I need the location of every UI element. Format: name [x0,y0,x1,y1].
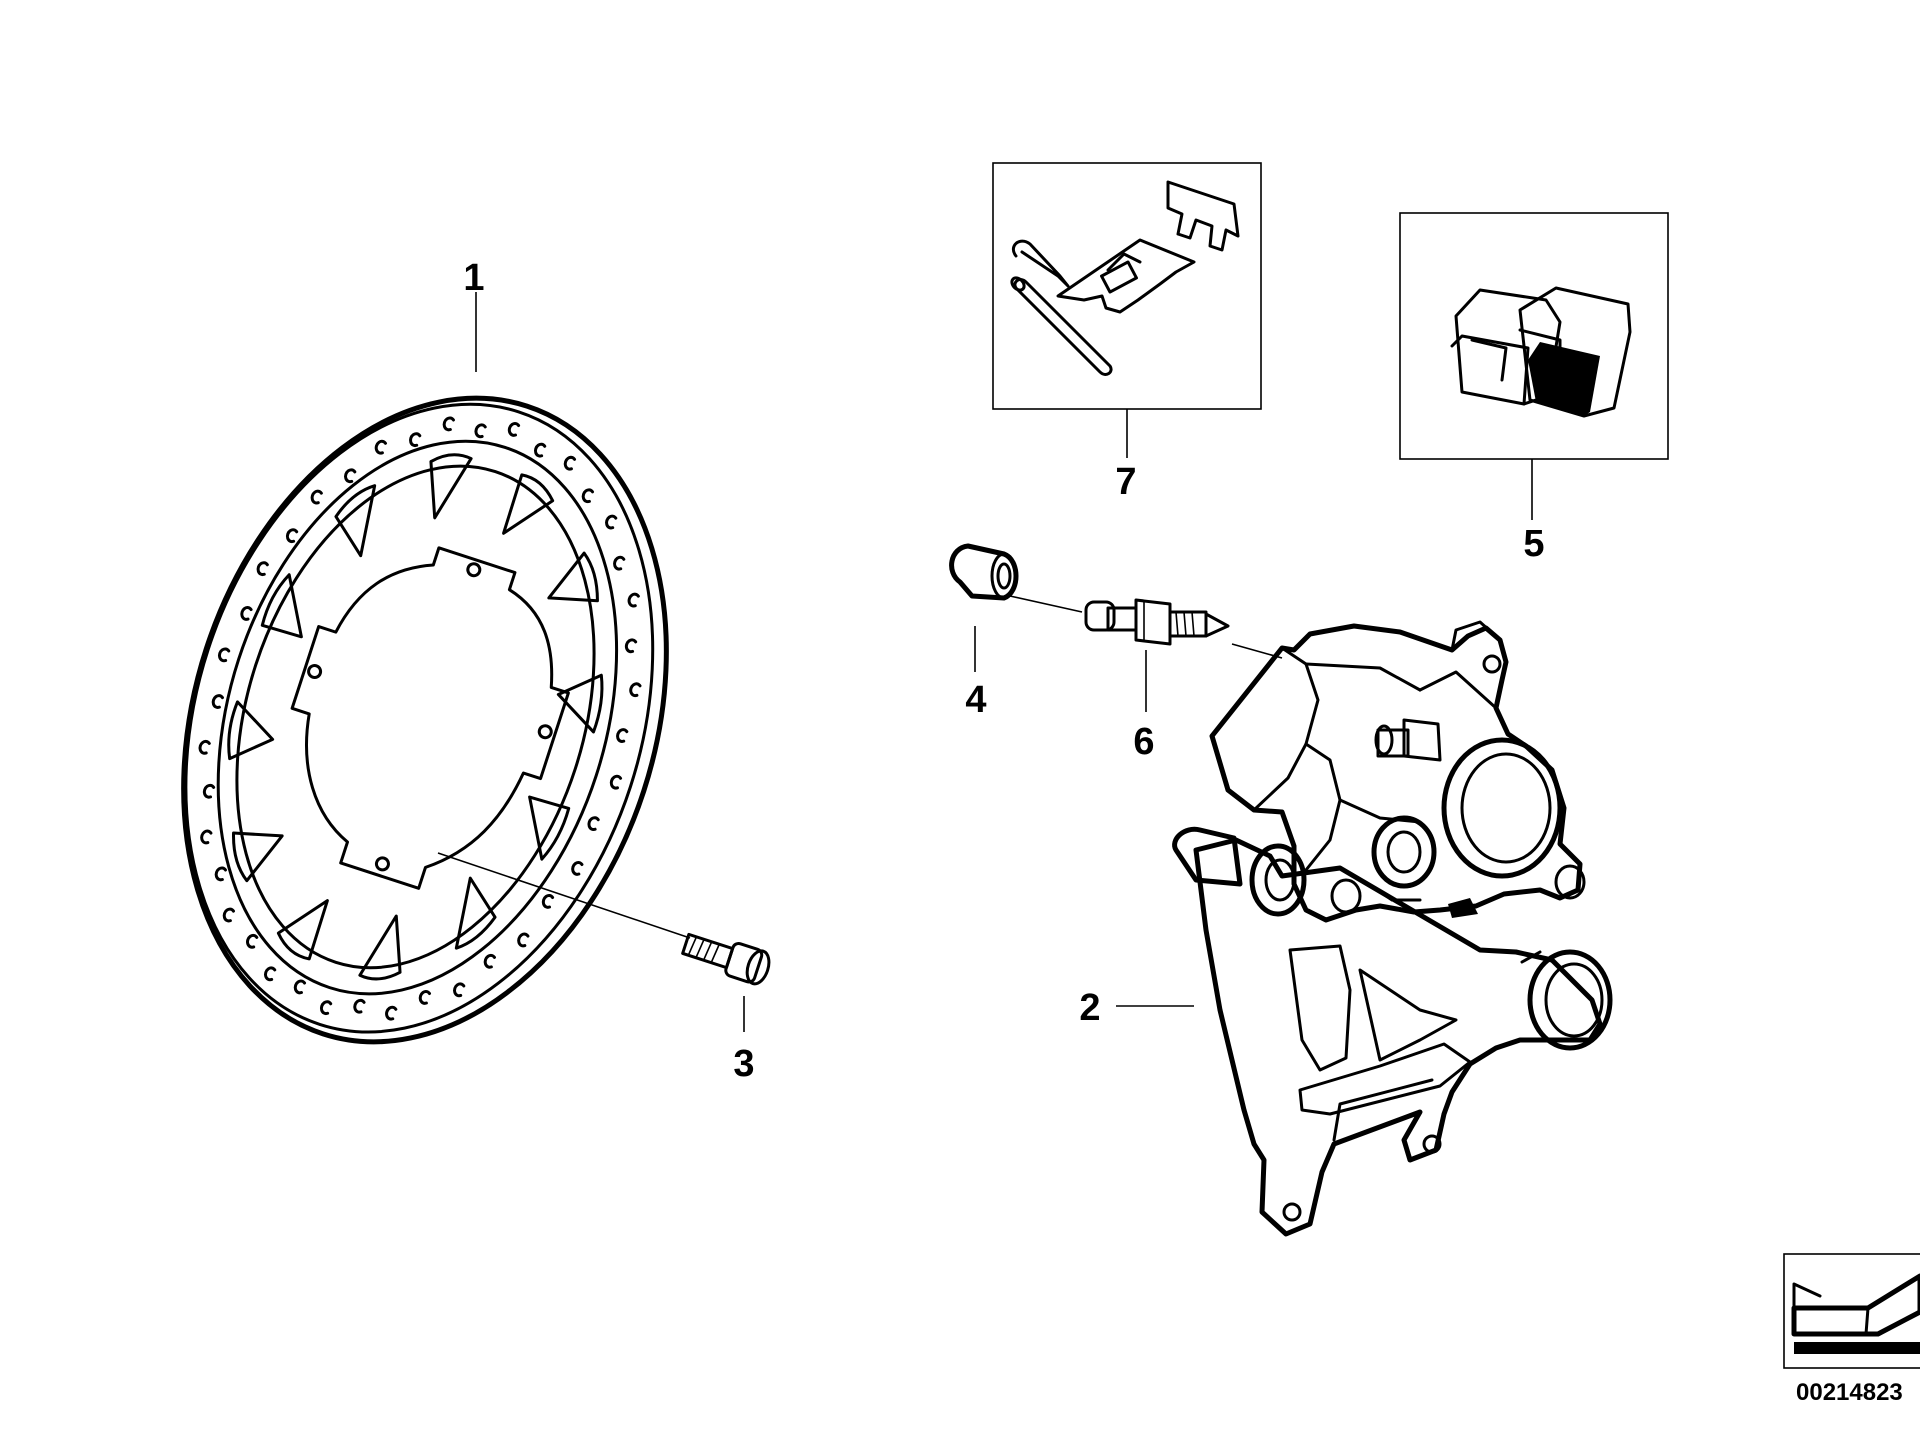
disc-hole [217,647,231,663]
disc-hole [453,982,466,998]
disc-hole [483,953,496,969]
disc-hole [319,1000,333,1016]
disc-hole [517,932,530,948]
disc-hole [256,561,269,577]
disc-hole [285,528,299,544]
disc-hole [534,442,547,458]
disc-vent-slots [227,453,604,981]
bolt-icon [681,932,771,986]
disc-hole [200,829,213,845]
brake-pads-icon [1450,286,1632,418]
callout-7: 7 [1115,461,1136,503]
disc-hole [246,933,259,949]
disc-slot [227,700,275,761]
disc-hole [507,422,521,437]
disc-slot [502,473,555,535]
callout-3: 3 [733,1043,754,1085]
disc-hole [442,416,455,432]
disc-hole [609,774,623,790]
callout-2: 2 [1079,987,1100,1029]
callout-1: 1 [463,257,484,299]
disc-slot [547,551,599,603]
disc-hole [353,998,366,1014]
disc-slot [358,914,402,981]
disc-slot [334,484,377,558]
disc-hole [605,514,618,530]
disc-hole [629,682,642,698]
disc-hole [581,488,594,504]
callout-5: 5 [1523,523,1544,565]
disc-hole [541,894,555,909]
bleeder-valve-icon [1084,598,1230,646]
disc-hole [310,489,323,505]
disc-hole [344,468,357,484]
disc-hole [211,694,224,709]
disc-hole [474,423,487,439]
disc-hole [627,592,640,608]
disc-hole [409,432,422,448]
brake-caliper-icon [1172,620,1613,1237]
disc-slot [276,899,329,961]
disc-hole [624,638,638,654]
disc-hole [240,606,253,621]
disc-hole [374,439,387,455]
cap-icon [949,543,1019,601]
disc-hole [198,739,211,755]
disc-slot [556,673,604,734]
callout-6: 6 [1133,721,1154,763]
disc-hole [202,783,216,799]
disc-hole [587,816,600,831]
disc-hole [418,990,431,1005]
arrow-icon [1791,1273,1920,1354]
brake-disc-icon [181,395,669,1045]
disc-hole [222,907,235,923]
disc-hole [293,979,307,995]
disc-slot [429,453,473,520]
disc-hole [613,555,626,571]
disc-hole [616,728,629,743]
fitting-kit-icon [1010,180,1240,376]
disc-hole [214,866,227,882]
callout-4: 4 [965,679,986,721]
disc-drill-holes [198,416,642,1021]
disc-slot [232,831,284,883]
disc-hole [264,966,277,982]
disc-slot [528,795,571,861]
document-number: 00214823 [1796,1379,1903,1406]
disc-slot [454,876,497,950]
disc-hole [563,455,577,471]
disc-hole [385,1005,398,1021]
disc-hole [571,861,584,876]
disc-slot [260,573,303,639]
